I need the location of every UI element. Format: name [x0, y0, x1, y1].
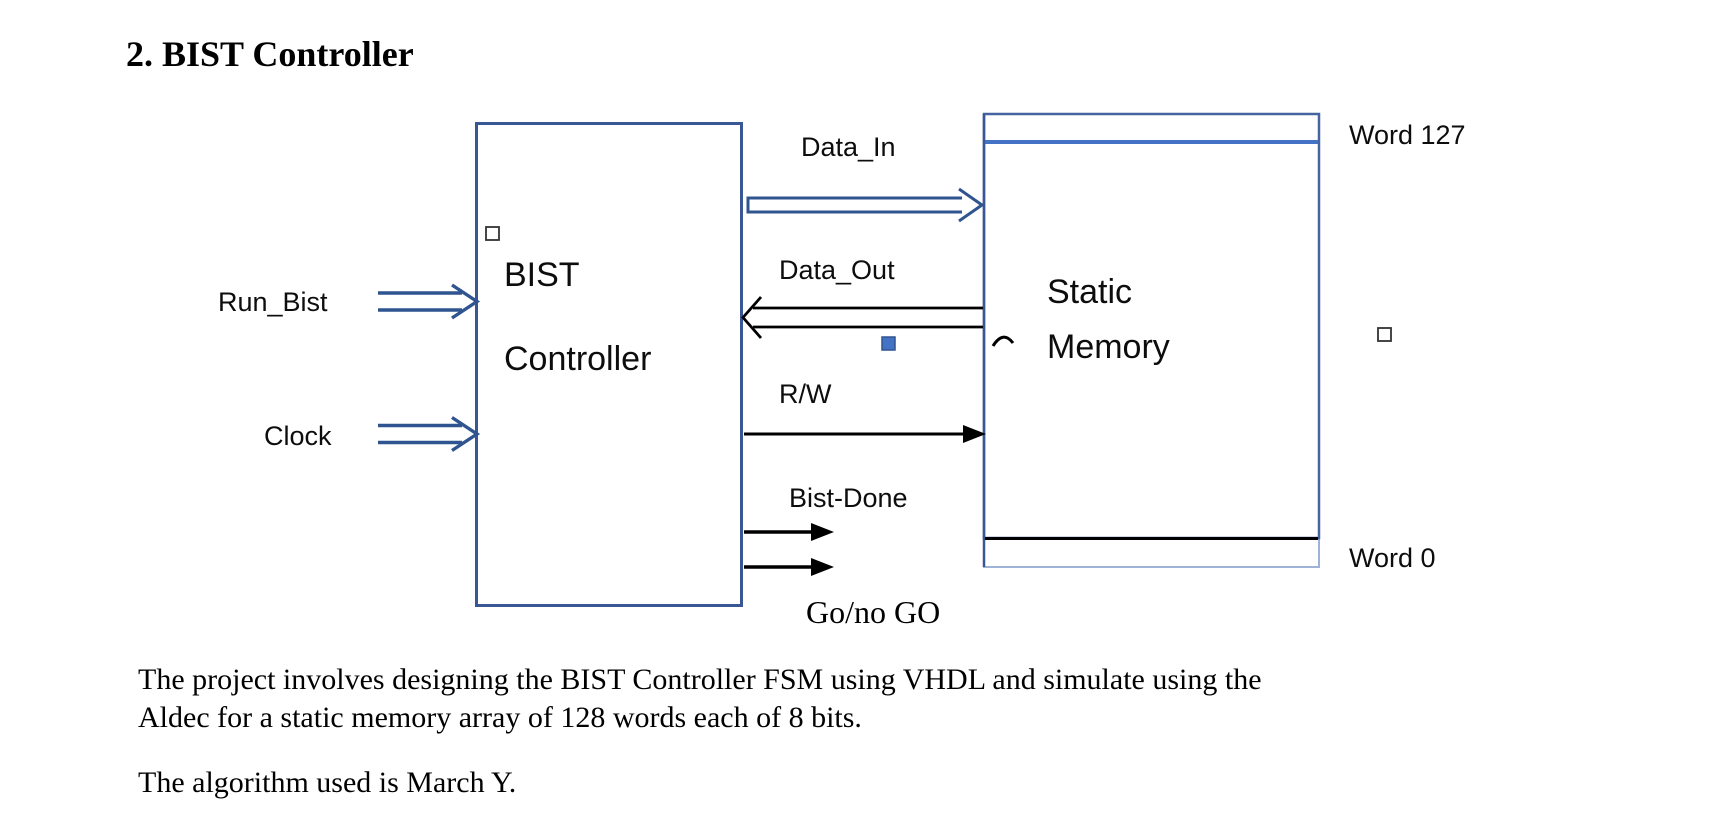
- rw-arrow: [744, 425, 986, 443]
- rw-label: R/W: [779, 379, 832, 409]
- bist-box-label-line1: BIST: [504, 256, 580, 294]
- data-out-label: Data_Out: [779, 255, 895, 285]
- bist-done-label: Bist-Done: [789, 483, 908, 513]
- clock-label: Clock: [264, 421, 332, 451]
- bist-box-label-line2: Controller: [504, 340, 652, 378]
- blue-handle-square-icon: [881, 336, 896, 351]
- page-title: 2. BIST Controller: [126, 34, 414, 74]
- body-paragraph-1: The project involves designing the BIST …: [138, 661, 1262, 737]
- go-no-go-label: Go/no GO: [806, 594, 941, 630]
- arc-mark-icon: [991, 335, 1015, 347]
- bist-done-arrow: [744, 523, 834, 541]
- body-paragraph-1-line1: The project involves designing the BIST …: [138, 663, 1262, 696]
- memory-box-label-line2: Memory: [1047, 328, 1170, 366]
- word-0-label: Word 0: [1349, 543, 1436, 573]
- body-paragraph-2: The algorithm used is March Y.: [138, 766, 517, 799]
- word-127-label: Word 127: [1349, 120, 1466, 150]
- body-paragraph-1-line2: Aldec for a static memory array of 128 w…: [138, 701, 862, 734]
- run-bist-label: Run_Bist: [218, 287, 328, 317]
- memory-box-label-line1: Static: [1047, 273, 1133, 311]
- run-bist-arrow: [378, 283, 481, 320]
- data-in-label: Data_In: [801, 132, 896, 162]
- data-out-arrow: [741, 296, 983, 339]
- data-in-arrow: [746, 187, 985, 223]
- handle-square-icon: [485, 226, 500, 241]
- clock-arrow: [378, 416, 481, 452]
- go-no-go-arrow: [744, 558, 834, 576]
- handle-square-icon: [1377, 327, 1392, 342]
- bist-controller-box: [475, 122, 743, 607]
- static-memory-box: [982, 112, 1321, 540]
